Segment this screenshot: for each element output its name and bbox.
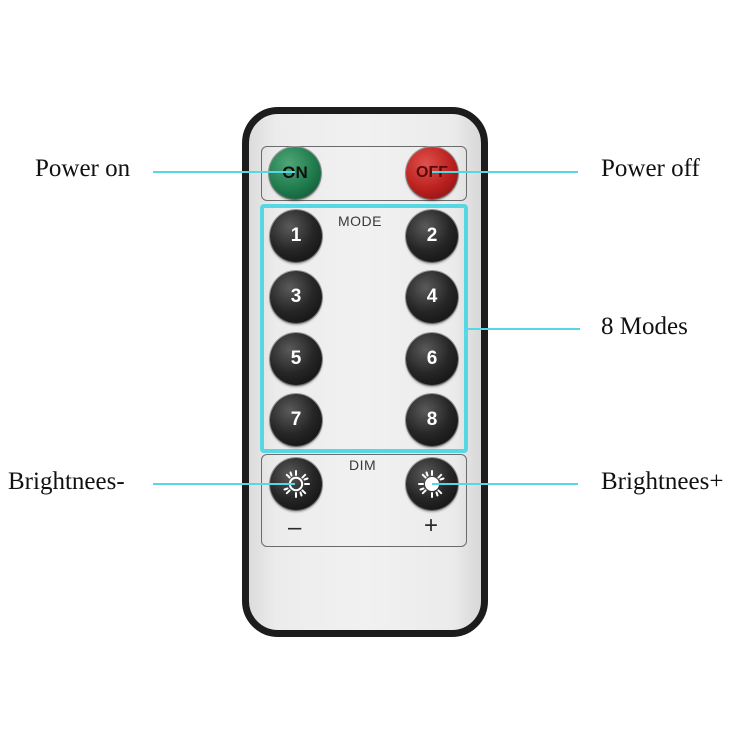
mode-highlight-frame xyxy=(260,204,468,453)
power-off-label: OFF xyxy=(416,164,448,182)
mode-button-label: 4 xyxy=(426,286,438,307)
power-on-leader-line xyxy=(153,171,295,173)
power-off-callout: Power off xyxy=(601,155,700,182)
brightness-up-callout: Brightnees+ xyxy=(601,468,724,495)
power-panel xyxy=(261,146,467,201)
dim-panel xyxy=(261,454,467,547)
mode-button-label: 1 xyxy=(290,225,302,246)
mode-button-label: 3 xyxy=(290,286,302,307)
mode-button-label: 5 xyxy=(290,348,302,369)
mode-button-label: 6 xyxy=(426,348,438,369)
power-off-button[interactable]: OFF xyxy=(406,147,458,199)
mode-button-label: 7 xyxy=(290,409,302,430)
plus-sign: + xyxy=(424,512,439,539)
mode-button-label: 8 xyxy=(426,409,438,430)
mode-button-5[interactable]: 5 xyxy=(270,333,322,385)
mode-button-6[interactable]: 6 xyxy=(406,333,458,385)
mode-button-2[interactable]: 2 xyxy=(406,210,458,262)
brightness-down-callout: Brightnees- xyxy=(8,468,125,495)
power-on-button[interactable]: ON xyxy=(269,147,321,199)
power-on-label: ON xyxy=(282,163,308,182)
mode-button-label: 2 xyxy=(426,225,438,246)
mode-button-1[interactable]: 1 xyxy=(270,210,322,262)
modes-callout: 8 Modes xyxy=(601,313,688,340)
mode-label: MODE xyxy=(338,213,382,229)
mode-button-3[interactable]: 3 xyxy=(270,271,322,323)
mode-button-7[interactable]: 7 xyxy=(270,394,322,446)
modes-leader-line xyxy=(468,328,580,330)
brightness-up-leader-line xyxy=(432,483,578,485)
power-on-callout: Power on xyxy=(35,155,131,182)
mode-button-4[interactable]: 4 xyxy=(406,271,458,323)
power-off-leader-line xyxy=(432,171,578,173)
brightness-down-leader-line xyxy=(153,483,295,485)
dim-label: DIM xyxy=(349,457,377,473)
minus-sign: – xyxy=(288,514,302,541)
mode-button-8[interactable]: 8 xyxy=(406,394,458,446)
